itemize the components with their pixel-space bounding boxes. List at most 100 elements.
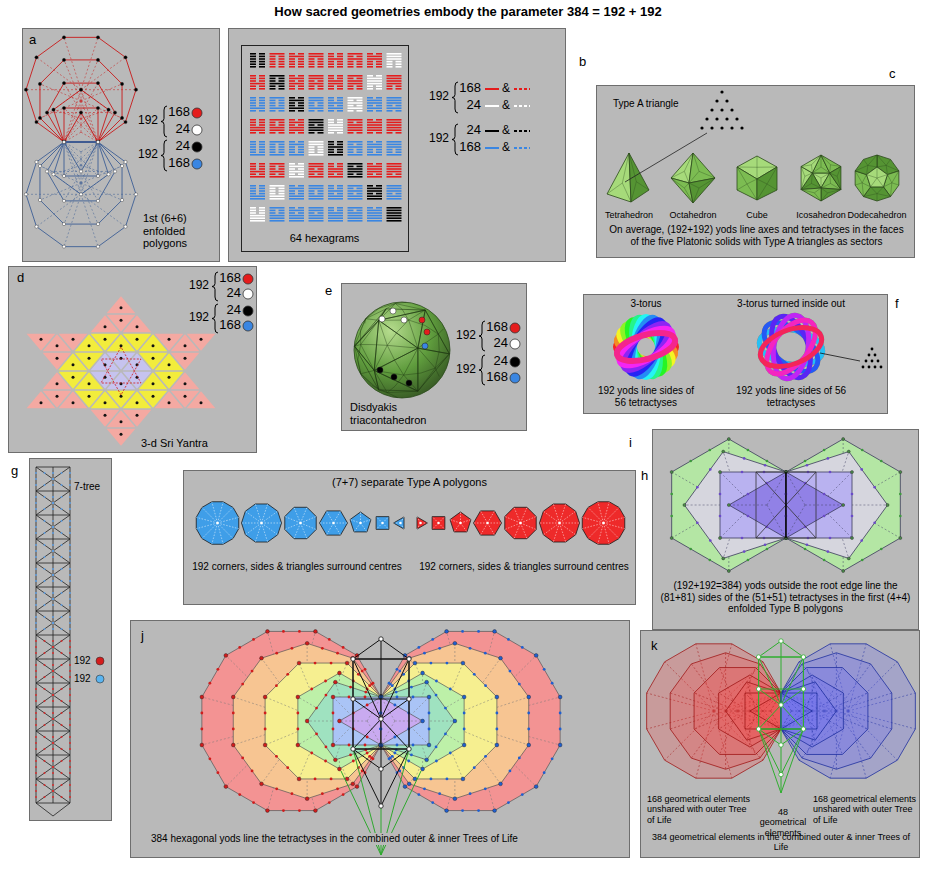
- yod-dot: [345, 661, 349, 665]
- mesh-line: [355, 346, 379, 390]
- hexagram-line: [279, 100, 285, 102]
- hexagram-line: [289, 63, 295, 65]
- hexagram-line: [396, 66, 402, 68]
- hexagram: [367, 76, 382, 89]
- yod-dot: [52, 670, 54, 672]
- hexagram-line: [387, 207, 402, 209]
- polygon-outline: [729, 472, 786, 538]
- hexagram-line: [279, 61, 285, 63]
- sector-line: [636, 182, 649, 190]
- hexagram: [289, 120, 304, 133]
- hexagram-line: [270, 210, 276, 212]
- hexagram-line: [289, 141, 295, 143]
- sector-line: [747, 179, 757, 184]
- line-sample: [485, 88, 499, 90]
- mesh-line: [355, 320, 379, 346]
- yod-dot: [52, 502, 54, 504]
- hexagram-line: [376, 207, 382, 209]
- yod-dot: [419, 317, 425, 323]
- yod-dot: [35, 628, 37, 630]
- yod-dot: [52, 604, 54, 606]
- hexagram-line: [328, 166, 334, 168]
- mesh-line: [355, 320, 379, 346]
- hexagram-line: [337, 56, 343, 58]
- hexagram-line: [289, 85, 295, 87]
- hexagram-line: [357, 144, 363, 146]
- yod-dot: [868, 366, 871, 369]
- yod-dot: [96, 140, 99, 143]
- yod-dot: [44, 556, 46, 558]
- hexagram-line: [270, 171, 285, 173]
- yod-dot: [62, 140, 65, 143]
- yod-dot: [69, 742, 71, 744]
- brace: [452, 124, 458, 155]
- count-number: 24: [166, 139, 190, 154]
- spoke-line: [521, 516, 537, 523]
- yod-dot: [61, 628, 63, 630]
- hexagram-line: [250, 198, 265, 200]
- yod-dot: [52, 742, 54, 744]
- hexagram-line: [270, 129, 285, 131]
- sector-line: [801, 190, 814, 193]
- hexagram-line: [318, 66, 324, 68]
- hexagram-line: [387, 168, 402, 170]
- hexagram-line: [376, 163, 382, 165]
- yod-dot: [861, 559, 864, 562]
- hexagram-line: [376, 185, 382, 187]
- yod-dot: [200, 338, 203, 341]
- yod-dot: [232, 728, 235, 731]
- yod-dot: [298, 630, 301, 633]
- yod-dot: [670, 537, 673, 540]
- yod-dot: [61, 796, 63, 798]
- spoke-line: [255, 504, 261, 523]
- hexagram-line: [376, 110, 382, 112]
- hexagram: [328, 76, 343, 89]
- hexagram-line: [348, 88, 354, 90]
- polygon-outline: [64, 142, 98, 171]
- yod-dot: [52, 478, 54, 480]
- hexagram-line: [337, 122, 343, 124]
- sector-line: [877, 194, 878, 201]
- hexagram: [250, 120, 265, 133]
- spoke-line: [218, 517, 239, 523]
- hexagram-line: [328, 141, 334, 143]
- yantra-triangle: [123, 315, 152, 332]
- yod-dot: [44, 580, 46, 582]
- hexagram-line: [250, 129, 265, 131]
- hexagram-line: [270, 173, 276, 175]
- hexagram: [289, 98, 304, 111]
- hexagram-line: [309, 107, 324, 109]
- yod-dot: [136, 414, 139, 417]
- yod-dot: [44, 568, 46, 570]
- hexagram-line: [279, 56, 285, 58]
- hexagram-line: [387, 63, 393, 65]
- yod-dot: [62, 140, 65, 143]
- hexagram-line: [309, 198, 324, 200]
- sector-line: [837, 176, 841, 189]
- hexagram-line: [279, 149, 285, 151]
- polygon-outline: [786, 439, 900, 571]
- hexagram-line: [270, 144, 276, 146]
- yod-dot: [266, 809, 270, 813]
- hexagram-line: [318, 212, 324, 214]
- spoke-line: [460, 512, 461, 523]
- hexagram-line: [328, 85, 334, 87]
- sector-line: [831, 165, 841, 167]
- hexagram-line: [289, 100, 304, 102]
- yod-dot: [44, 472, 46, 474]
- sector-line: [837, 167, 841, 177]
- yod-dot: [35, 712, 37, 714]
- yod-dot: [136, 401, 139, 404]
- sector-line: [830, 173, 838, 176]
- tree-line: [36, 563, 70, 564]
- yod-dot: [52, 694, 54, 696]
- tree-line: [36, 611, 70, 635]
- yod-dot: [297, 777, 301, 781]
- hexagram-line: [318, 61, 324, 63]
- hexagram-line: [376, 173, 382, 175]
- hexagram-line: [387, 163, 402, 165]
- yod-dot: [52, 526, 54, 528]
- yod-dot: [35, 225, 38, 228]
- illustration: [9, 267, 258, 454]
- hexagram-line: [298, 66, 304, 68]
